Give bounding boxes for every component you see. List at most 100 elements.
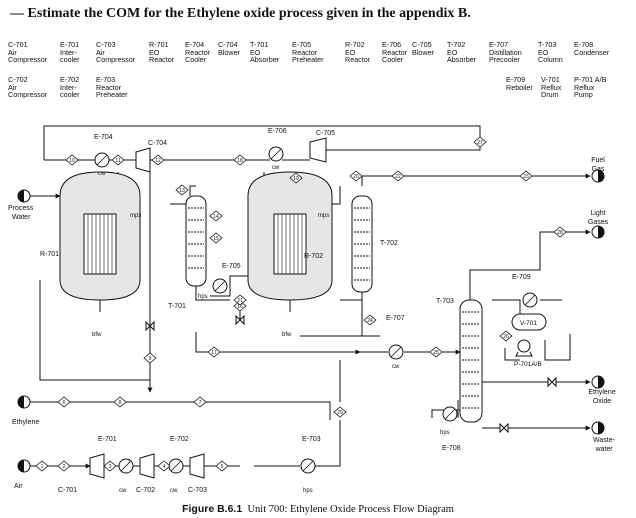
legend-tag: E-707 — [489, 40, 509, 49]
label-e701: E-701 — [98, 436, 117, 443]
legend-desc: Preheater — [96, 90, 128, 100]
label-cw-e701: cw — [119, 488, 127, 494]
legend-desc: Reactor — [345, 55, 371, 65]
reactor-r701 — [59, 171, 141, 312]
legend-desc: EO — [447, 47, 458, 57]
figure-title: Unit 700: Ethylene Oxide Process Flow Di… — [247, 504, 454, 515]
stream-tag-27: 27 — [473, 136, 487, 148]
label-hps-e705: hps — [198, 294, 208, 300]
legend-desc: cooler — [60, 55, 80, 65]
reactor-r702 — [247, 171, 333, 312]
legend-tag: T-703 — [538, 40, 557, 49]
label-v701: V-701 — [520, 320, 537, 327]
stream-number: 10 — [69, 158, 75, 164]
stream-number: 3 — [109, 464, 112, 470]
compressor-c703 — [189, 453, 205, 479]
stream-number: 16 — [237, 304, 243, 310]
label-cw-e706: cw — [272, 165, 280, 171]
stream-tag-17: 17 — [207, 346, 221, 358]
legend-desc: Compressor — [8, 90, 48, 100]
stream-number: 25 — [433, 350, 439, 356]
legend-desc: Absorber — [447, 55, 477, 65]
stream-number: 9 — [149, 356, 152, 362]
stream-tag-2: 2 — [57, 460, 71, 472]
legend-desc: Blower — [412, 47, 434, 57]
label-cw-e704: cw — [98, 171, 106, 177]
legend-desc: Air — [8, 82, 17, 92]
stream-number: 14 — [213, 214, 219, 220]
label-e702: E-702 — [170, 436, 189, 443]
label-r701: R-701 — [40, 251, 59, 258]
legend-desc: cooler — [60, 90, 80, 100]
label-t702: T-702 — [380, 240, 398, 247]
legend-tag: R-702 — [345, 40, 365, 49]
label-t701: T-701 — [168, 303, 186, 310]
label-bfw-r702: bfw — [282, 332, 292, 338]
stream-tag-1: 1 — [35, 460, 49, 472]
label-mps-r701: mps — [130, 213, 141, 219]
legend-desc: Absorber — [250, 55, 280, 65]
process-water-source — [17, 189, 31, 203]
label-hps-e703: hps — [303, 488, 313, 494]
label-air: Air — [14, 483, 23, 490]
column-t703 — [459, 299, 483, 423]
legend-tag: E-708 — [574, 40, 594, 49]
stream-tag-21: 21 — [233, 294, 247, 306]
stream-tag-13: 13 — [175, 184, 189, 196]
label-e704: E-704 — [94, 134, 113, 141]
legend-desc: Blower — [218, 47, 240, 57]
stream-tag-28: 28 — [553, 226, 567, 238]
stream-number: 28 — [557, 230, 563, 236]
legend-desc: Air — [96, 47, 105, 57]
legend-tag: C-703 — [96, 40, 116, 49]
legend-tag: C-702 — [8, 75, 28, 84]
legend-desc: Column — [538, 55, 563, 65]
stream-number: 13 — [179, 188, 185, 194]
label-process-water-1: Process — [8, 205, 34, 212]
legend-tag: E-705 — [292, 40, 312, 49]
stream-number: 19 — [293, 176, 299, 182]
legend-tag: E-706 — [382, 40, 402, 49]
air-source — [17, 459, 31, 473]
label-hps-e708: hps — [440, 430, 450, 436]
stream-number: 20 — [353, 174, 359, 180]
legend-desc: Cooler — [382, 55, 404, 65]
stream-tag-14: 14 — [209, 210, 223, 222]
legend-tag: E-702 — [60, 75, 80, 84]
legend-desc: Reboiler — [506, 82, 533, 92]
legend-tag: C-704 — [218, 40, 238, 49]
legend-desc: EO — [250, 47, 261, 57]
label-cw-e707: cw — [392, 364, 400, 370]
stream-tag-18: 18 — [233, 154, 247, 166]
legend-tag: P-701 A/B — [574, 75, 607, 84]
control-valves — [145, 314, 557, 434]
legend-desc: Reactor — [96, 82, 122, 92]
stream-tag-7: 7 — [193, 396, 207, 408]
label-c703: C-703 — [188, 487, 207, 494]
legend-tag: E-703 — [96, 75, 116, 84]
legend-desc: Condenser — [574, 47, 610, 57]
question-heading: — Estimate the COM for the Ethylene oxid… — [10, 6, 471, 21]
stream-tag-22: 22 — [391, 170, 405, 182]
stream-tag-6: 6 — [57, 396, 71, 408]
legend-desc: EO — [345, 47, 356, 57]
legend-tag: E-701 — [60, 40, 80, 49]
legend-desc: Reflux — [574, 82, 595, 92]
stream-tag-15: 15 — [209, 232, 223, 244]
label-fuel-gas-1: Fuel — [591, 157, 605, 164]
figure-caption: Figure B.6.1 Unit 700: Ethylene Oxide Pr… — [0, 503, 636, 515]
stream-number: 26 — [503, 334, 509, 340]
stream-tag-24: 24 — [363, 314, 377, 326]
legend-desc: Compressor — [8, 55, 48, 65]
blower-c704 — [135, 147, 151, 173]
legend-desc: EO — [538, 47, 549, 57]
label-ethylene: Ethylene — [12, 419, 39, 426]
